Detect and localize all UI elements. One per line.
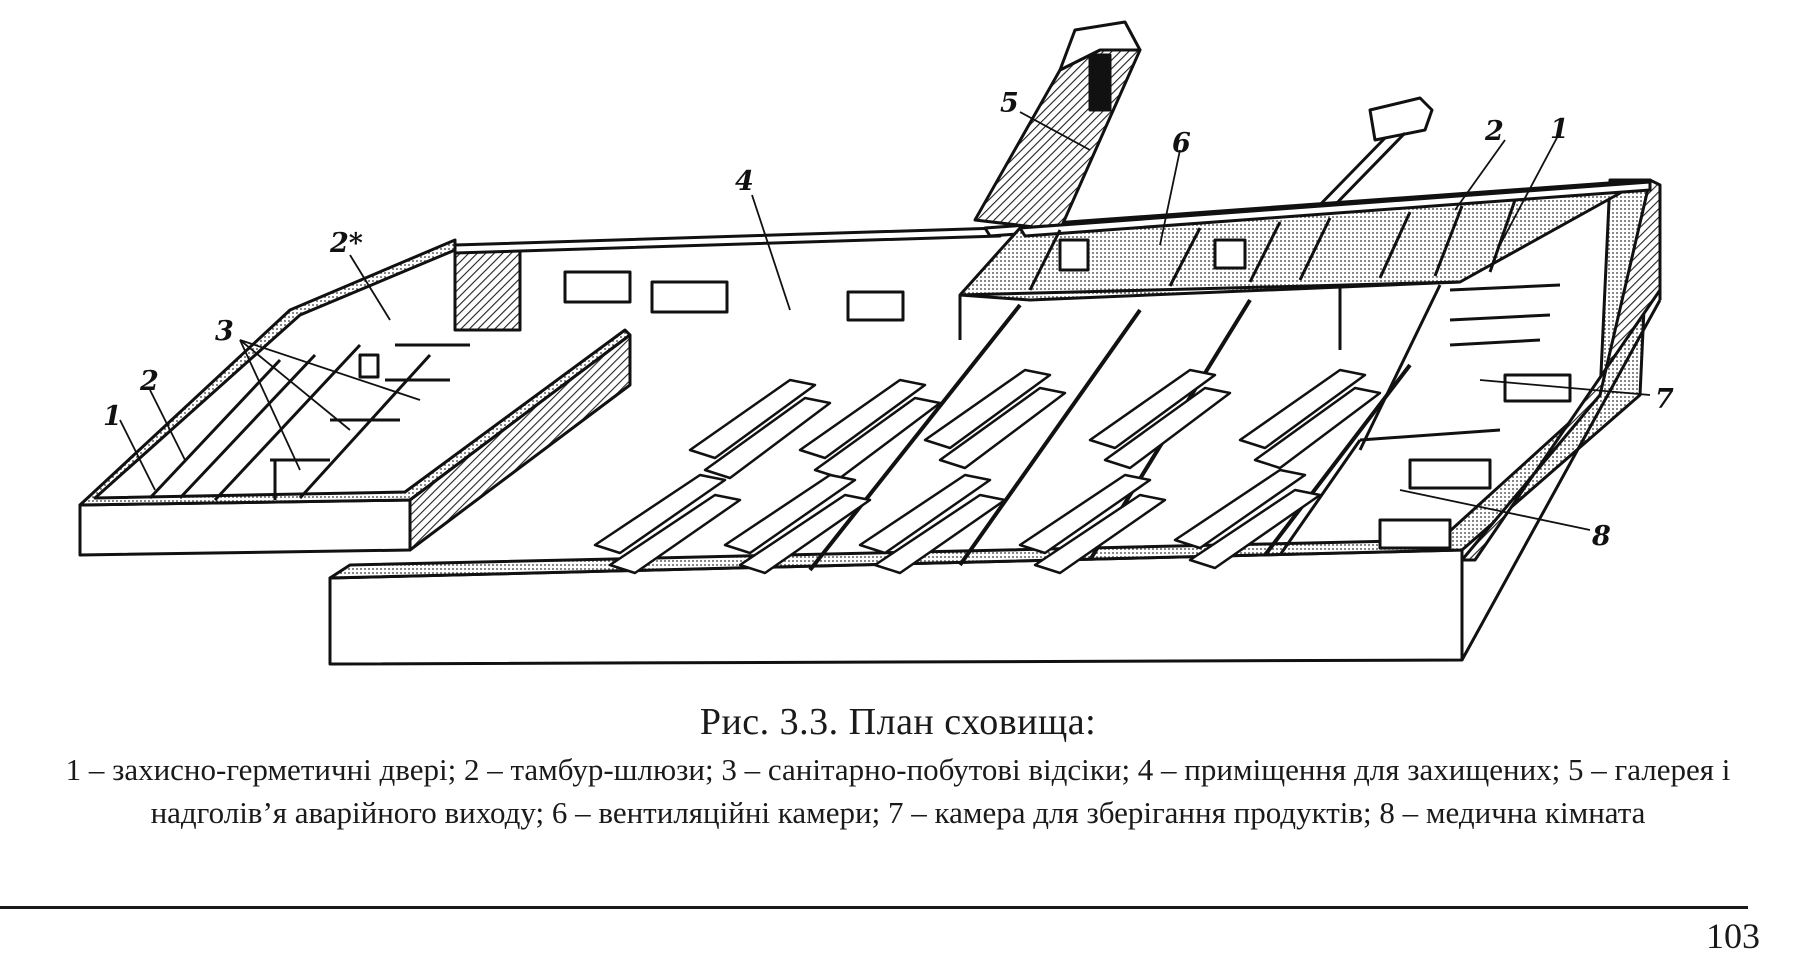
label-2-left: 2 bbox=[139, 366, 159, 397]
label-3: 3 bbox=[215, 316, 234, 347]
label-6: 6 bbox=[1172, 128, 1191, 159]
label-2-star: 2* bbox=[329, 228, 363, 259]
benches bbox=[593, 368, 1382, 575]
figure-caption-title: Рис. 3.3. План сховища: bbox=[699, 701, 1097, 743]
label-7: 7 bbox=[1655, 384, 1674, 415]
label-1-right: 1 bbox=[1550, 114, 1569, 145]
label-4: 4 bbox=[735, 166, 754, 197]
label-8: 8 bbox=[1591, 521, 1611, 552]
storage-and-medical-rooms bbox=[1278, 283, 1572, 556]
shelter-plan-drawing: 5 4 6 2 1 2* 3 2 1 7 8 bbox=[78, 20, 1674, 666]
ventilation-chambers bbox=[958, 180, 1652, 350]
page-rule bbox=[0, 906, 1748, 909]
equipment bbox=[563, 270, 905, 322]
main-hall-walls bbox=[328, 178, 1662, 666]
figure-labels: 5 4 6 2 1 2* 3 2 1 7 8 bbox=[103, 88, 1674, 552]
emergency-exit-gallery bbox=[973, 20, 1142, 232]
air-intake bbox=[1308, 96, 1434, 217]
label-1-left: 1 bbox=[103, 401, 122, 432]
left-wing bbox=[78, 238, 632, 557]
leader-lines bbox=[119, 111, 1651, 531]
label-5: 5 bbox=[1000, 88, 1019, 119]
label-2-right: 2 bbox=[1484, 116, 1504, 147]
figure-caption-legend: 1 – захисно-герметичні двері; 2 – тамбур… bbox=[65, 752, 1731, 830]
page-number: 103 bbox=[1706, 916, 1760, 956]
